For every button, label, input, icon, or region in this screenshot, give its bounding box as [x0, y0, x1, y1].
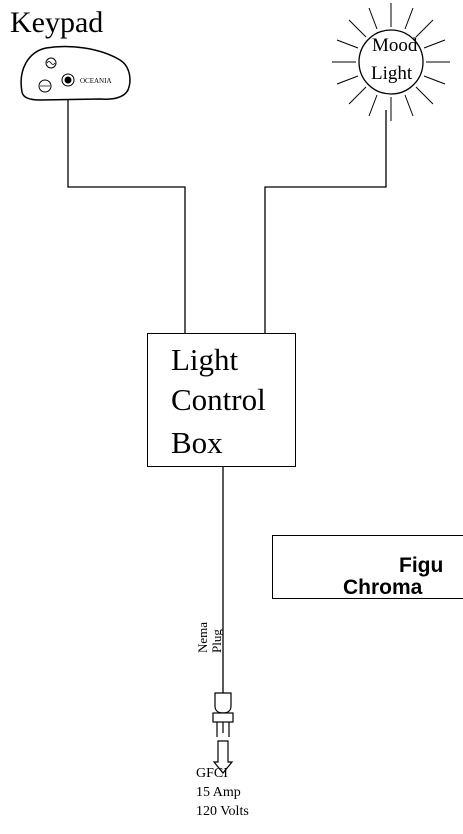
plug-label-line2: Plug — [209, 629, 224, 653]
figure-caption-line1: Figu — [399, 554, 444, 577]
control-box-label-line2: Control — [171, 382, 266, 417]
plug-label-line1: Nema — [195, 621, 210, 653]
power-spec-line1: GFCI — [196, 766, 228, 781]
figure-caption-box: Figu Chroma — [272, 535, 463, 599]
keypad-device: OCEANIA — [20, 45, 131, 101]
mood-light-label-line2: Light — [371, 63, 413, 84]
keypad-wire — [67, 100, 186, 333]
gfci-arrow-icon — [212, 740, 234, 774]
keypad-brand: OCEANIA — [80, 77, 112, 85]
power-spec-line2: 15 Amp — [196, 785, 241, 800]
mood-light-icon — [332, 3, 450, 121]
light-control-box: Light Control Box — [147, 333, 296, 467]
mood-light-label-line1: Mood — [372, 35, 418, 56]
nema-plug-icon — [212, 692, 234, 737]
control-box-label-line3: Box — [171, 425, 223, 460]
mood-light-wire — [264, 110, 387, 333]
power-spec-line3: 120 Volts — [196, 804, 249, 819]
figure-caption-line2: Chroma — [343, 576, 423, 599]
plug-label: Nema Plug — [195, 621, 224, 653]
control-box-label-line1: Light — [171, 342, 239, 377]
keypad-label: Keypad — [10, 6, 104, 39]
